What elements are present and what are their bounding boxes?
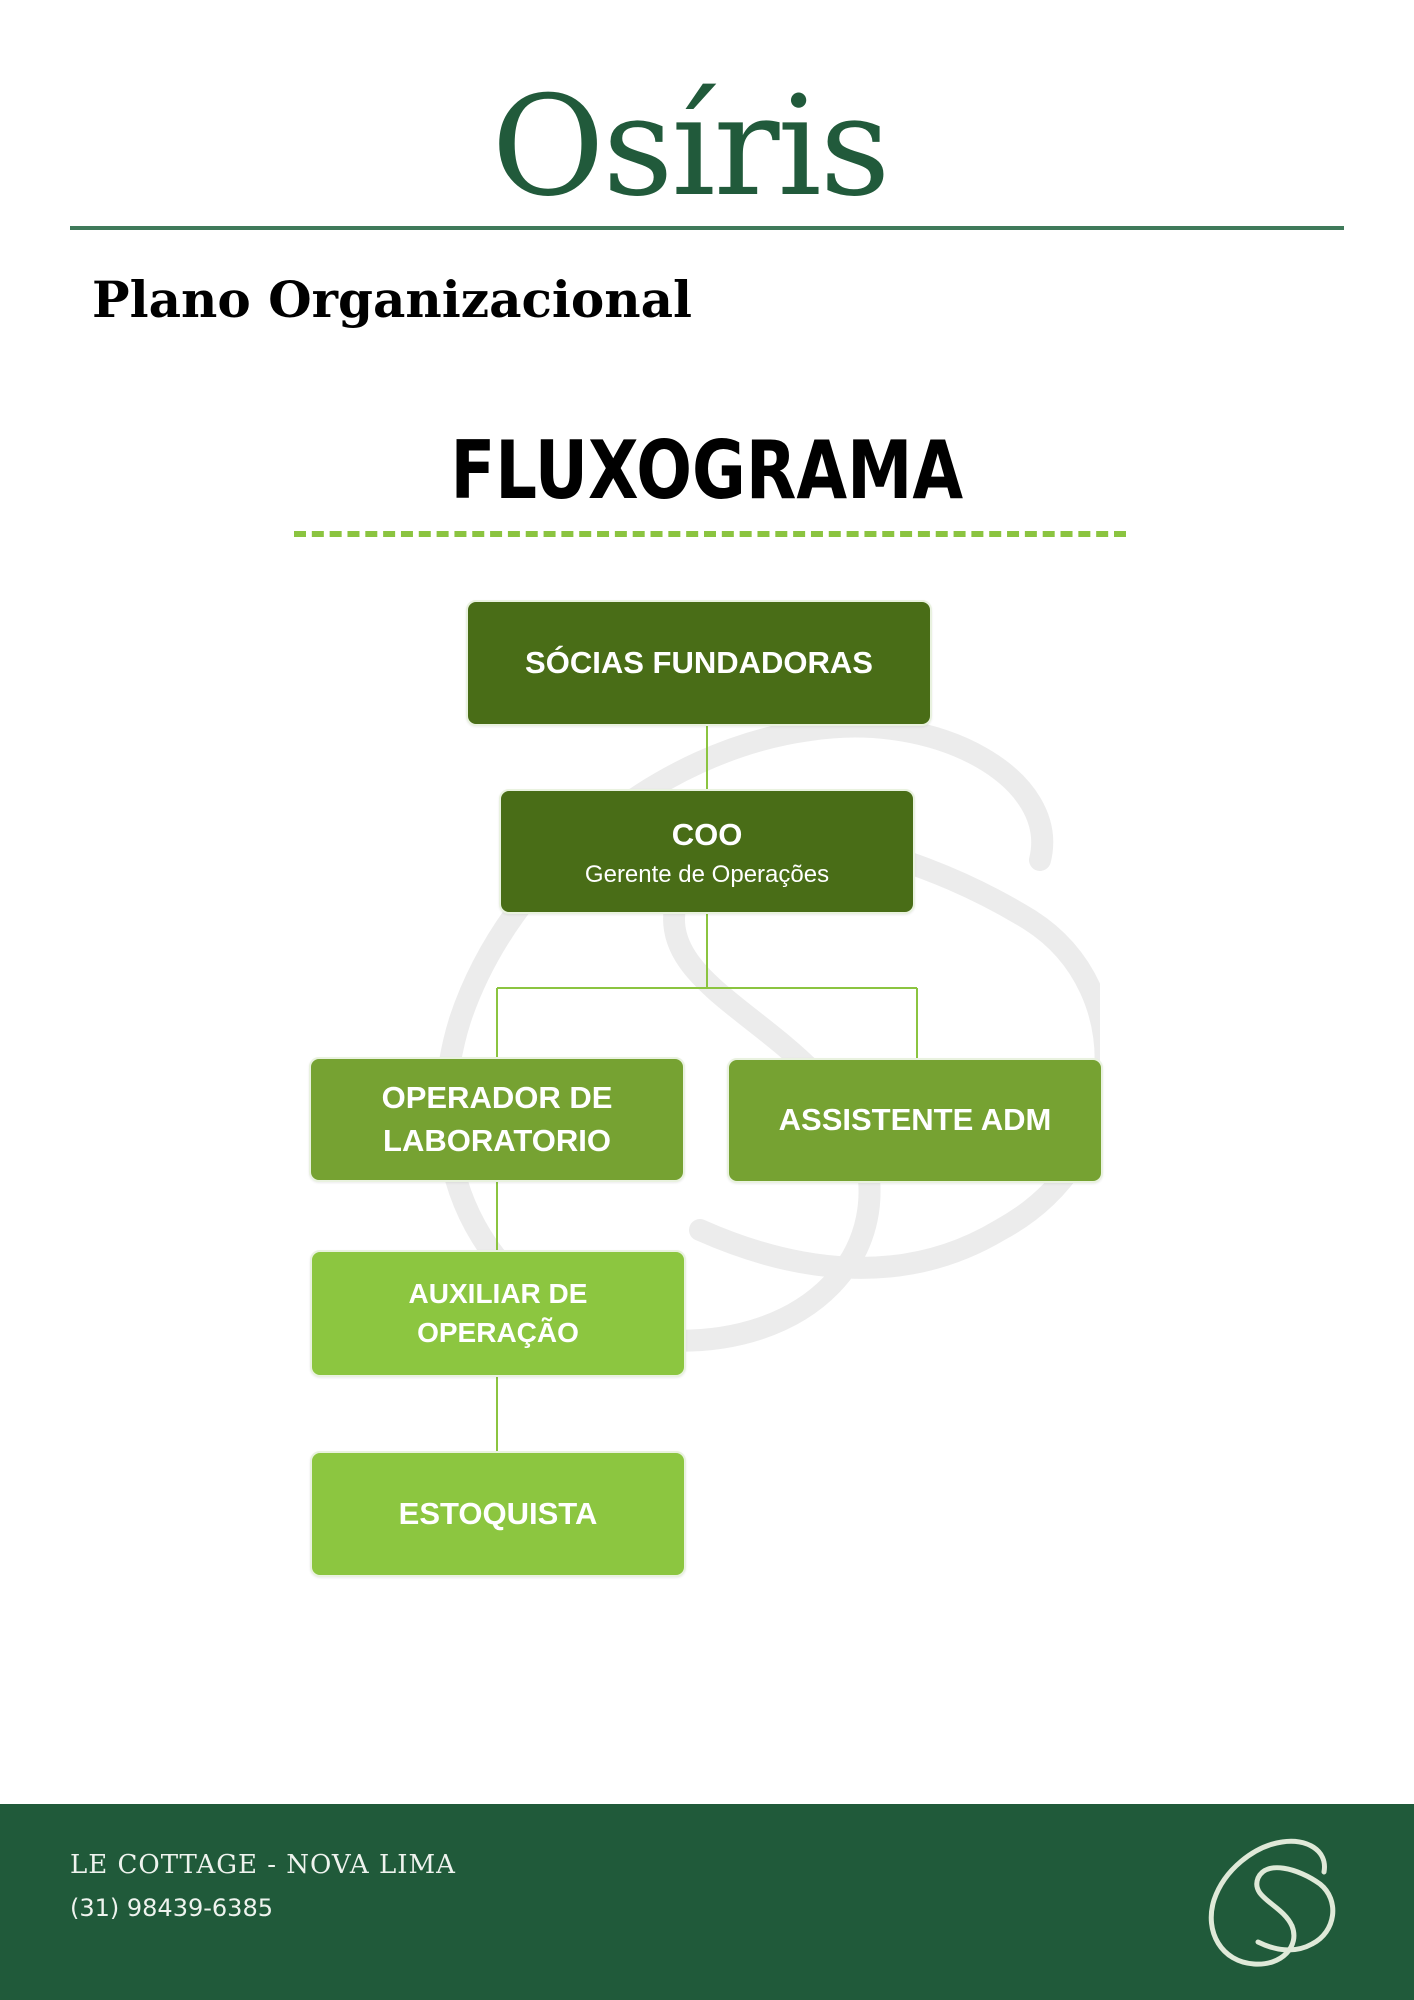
node-label-line2: OPERAÇÃO [417, 1316, 579, 1348]
footer-phone: (31) 98439-6385 [70, 1894, 273, 1922]
node-label-line1: AUXILIAR DE [408, 1278, 588, 1310]
page-subtitle: Plano Organizacional [92, 270, 693, 329]
monogram-watermark [435, 715, 1100, 1352]
node-assistente-adm: ASSISTENTE ADM [727, 1058, 1103, 1183]
footer-location: LE COTTAGE - NOVA LIMA [70, 1850, 456, 1880]
node-auxiliar-de-operacao: AUXILIAR DE OPERAÇÃO [310, 1250, 686, 1377]
node-sublabel: Gerente de Operações [584, 860, 830, 888]
diagram-title: FLUXOGRAMA [450, 424, 964, 517]
node-estoquista: ESTOQUISTA [310, 1451, 686, 1577]
header-divider [70, 226, 1344, 230]
node-label: ASSISTENTE ADM [778, 1102, 1052, 1138]
node-coo: COO Gerente de Operações [499, 789, 915, 914]
os-monogram-logo-icon [1208, 1838, 1336, 1967]
node-label: SÓCIAS FUNDADORAS [525, 644, 873, 680]
title-dashed-divider [294, 531, 1126, 537]
node-label-line2: LABORATORIO [383, 1122, 611, 1158]
node-label-line1: OPERADOR DE [381, 1080, 613, 1116]
node-operador-de-laboratorio: OPERADOR DE LABORATORIO [309, 1057, 685, 1182]
node-label: ESTOQUISTA [398, 1495, 598, 1531]
node-socias-fundadoras: SÓCIAS FUNDADORAS [466, 600, 932, 726]
footer: LE COTTAGE - NOVA LIMA (31) 98439-6385 [0, 1804, 1414, 2000]
brand-title: Osíris [491, 66, 890, 227]
node-label: COO [671, 817, 743, 853]
